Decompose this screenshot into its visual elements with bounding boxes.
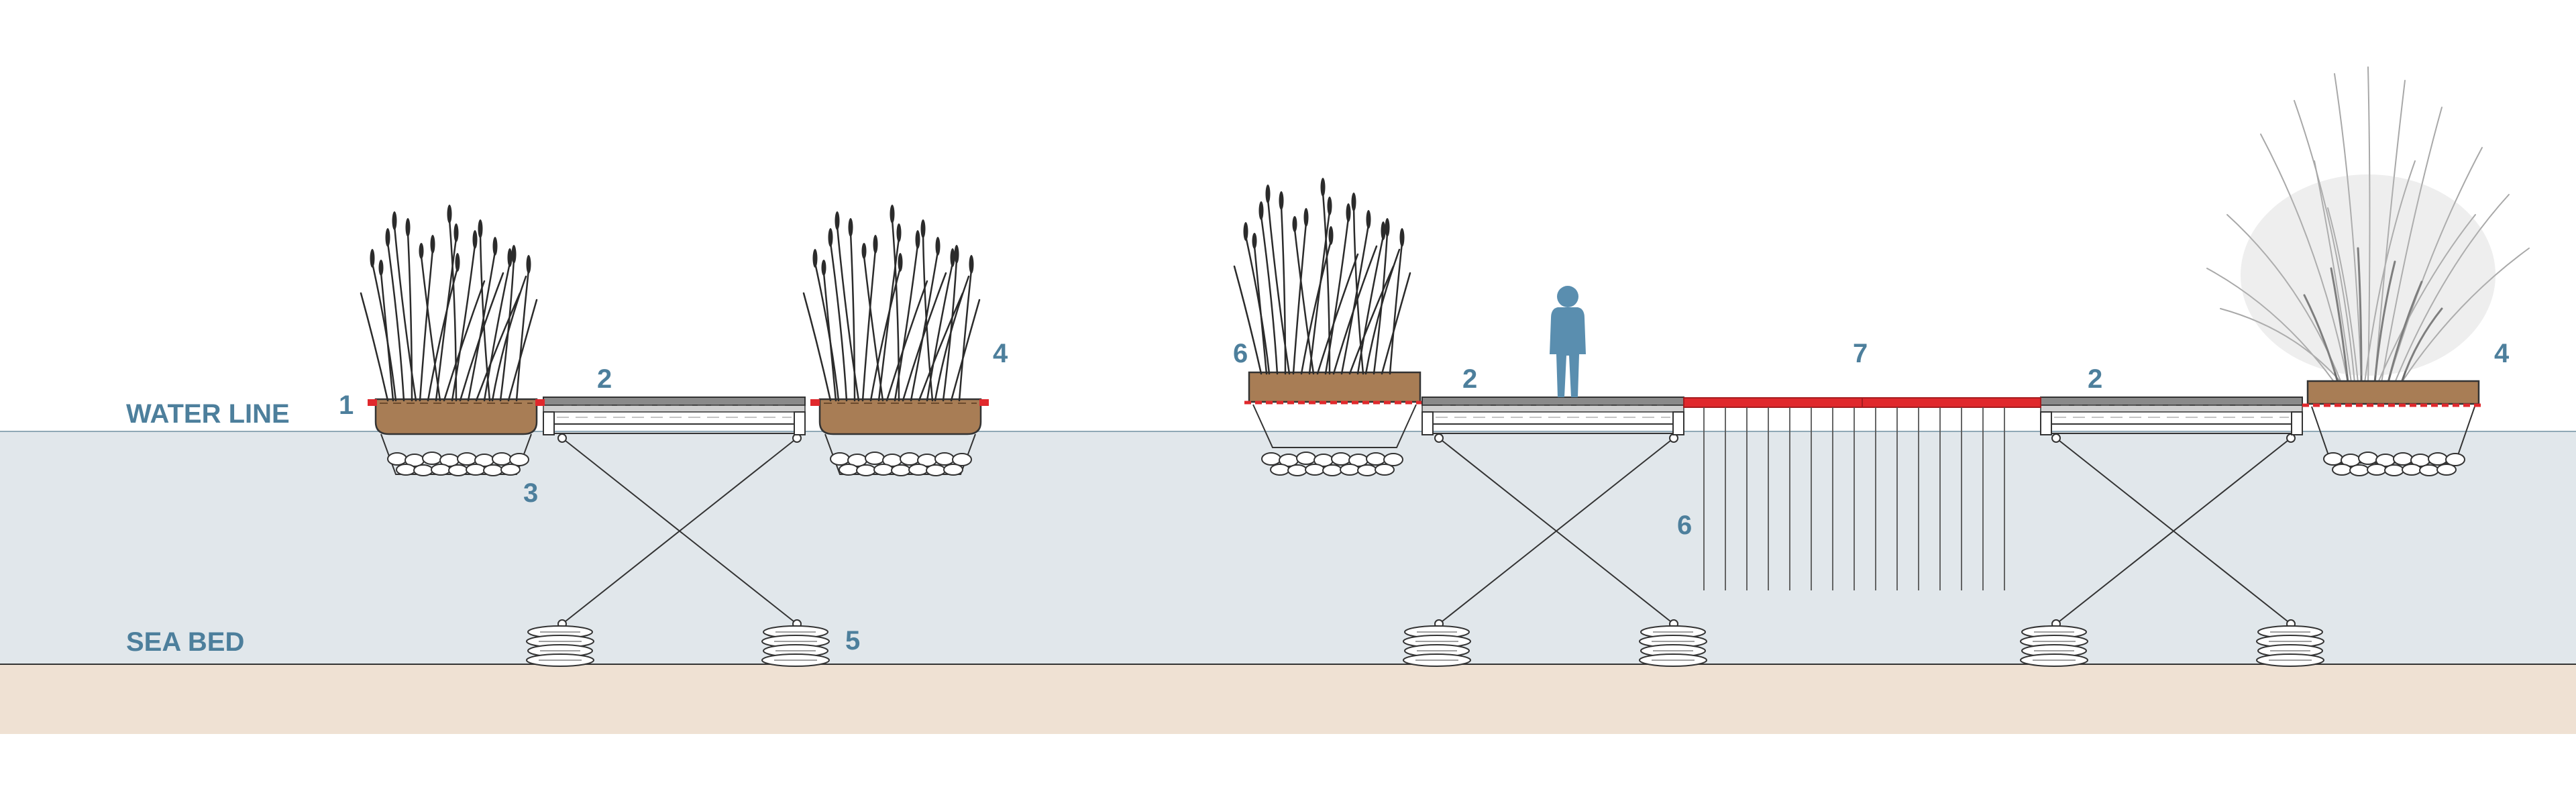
planter-box <box>2306 380 2480 405</box>
sea-bed <box>0 664 2576 734</box>
anchor-weight-icon <box>1403 625 1471 667</box>
pontoon-deck <box>2040 397 2303 435</box>
sea-bed-label: SEA BED <box>126 627 244 657</box>
reed-grass-icon <box>360 203 538 402</box>
callout-5: 5 <box>845 626 860 655</box>
reed-grass-icon <box>1233 176 1411 375</box>
left-assembly <box>360 203 989 667</box>
anchor-weight-icon <box>526 625 594 667</box>
anchor-weight-icon <box>761 625 830 667</box>
right-assembly <box>1233 66 2530 667</box>
callout-4: 4 <box>993 339 1008 368</box>
callout-4: 4 <box>2494 339 2510 368</box>
callout-7: 7 <box>1853 339 1868 368</box>
anchor-weight-icon <box>2256 625 2324 667</box>
callout-2: 2 <box>2088 364 2102 394</box>
pontoon-deck <box>1421 397 1684 435</box>
reed-grass-icon <box>802 203 981 402</box>
hanging-filter-curtain <box>1703 407 2005 590</box>
callout-1: 1 <box>339 390 354 420</box>
pontoon-deck <box>543 397 806 435</box>
water-line-label: WATER LINE <box>126 399 290 429</box>
callout-2: 2 <box>597 364 612 394</box>
callout-2: 2 <box>1462 364 1477 394</box>
callout-6: 6 <box>1233 339 1248 368</box>
anchor-weight-icon <box>1639 625 1707 667</box>
anchor-weight-icon <box>2020 625 2088 667</box>
ornamental-grass-icon <box>2206 66 2530 384</box>
callout-6: 6 <box>1677 511 1692 540</box>
callout-3: 3 <box>523 478 538 508</box>
person-silhouette-icon <box>1550 286 1586 397</box>
